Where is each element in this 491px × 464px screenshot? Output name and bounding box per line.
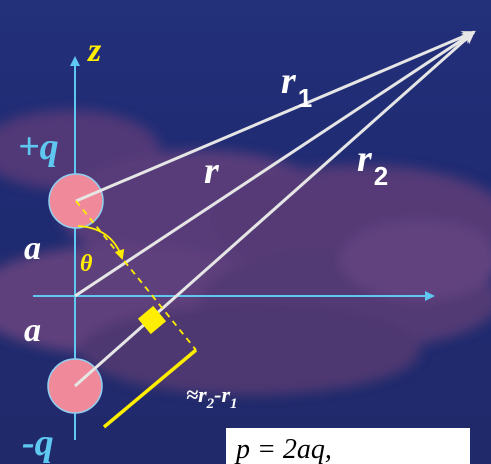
- plus-charge-label: +q: [18, 126, 59, 168]
- right-angle-marker: [137, 305, 167, 335]
- r1-label: r1: [281, 60, 312, 111]
- path-difference-label: ≈r2-r1: [186, 382, 238, 412]
- cloud-background: [0, 110, 491, 395]
- r2-label: r2: [357, 138, 388, 189]
- a-upper-label: a: [24, 230, 41, 267]
- dipole-moment-formula: p = 2aq,: [226, 428, 470, 464]
- theta-label: θ: [80, 251, 93, 277]
- path-difference-line: [102, 348, 198, 429]
- path-difference-sub1: 2: [206, 396, 215, 412]
- projection-dashed-line: [75, 200, 197, 351]
- r-line: [74, 30, 476, 298]
- z-axis-label: z: [88, 32, 102, 69]
- r1-line: [75, 30, 476, 203]
- minus-charge-label: -q: [22, 422, 54, 464]
- a-lower-label: a: [24, 312, 41, 349]
- path-difference-mid: -r: [214, 382, 231, 407]
- r-label: r: [204, 150, 219, 192]
- r2-base: r: [357, 138, 372, 180]
- r2-subscript: 2: [373, 161, 389, 191]
- path-difference-sub2: 1: [230, 396, 238, 412]
- path-difference-prefix: ≈r: [186, 382, 207, 407]
- r2-line: [74, 30, 476, 388]
- r1-subscript: 1: [297, 83, 313, 113]
- r1-base: r: [281, 60, 296, 102]
- theta-arc: [77, 225, 125, 260]
- formula-text: p = 2aq,: [236, 434, 332, 464]
